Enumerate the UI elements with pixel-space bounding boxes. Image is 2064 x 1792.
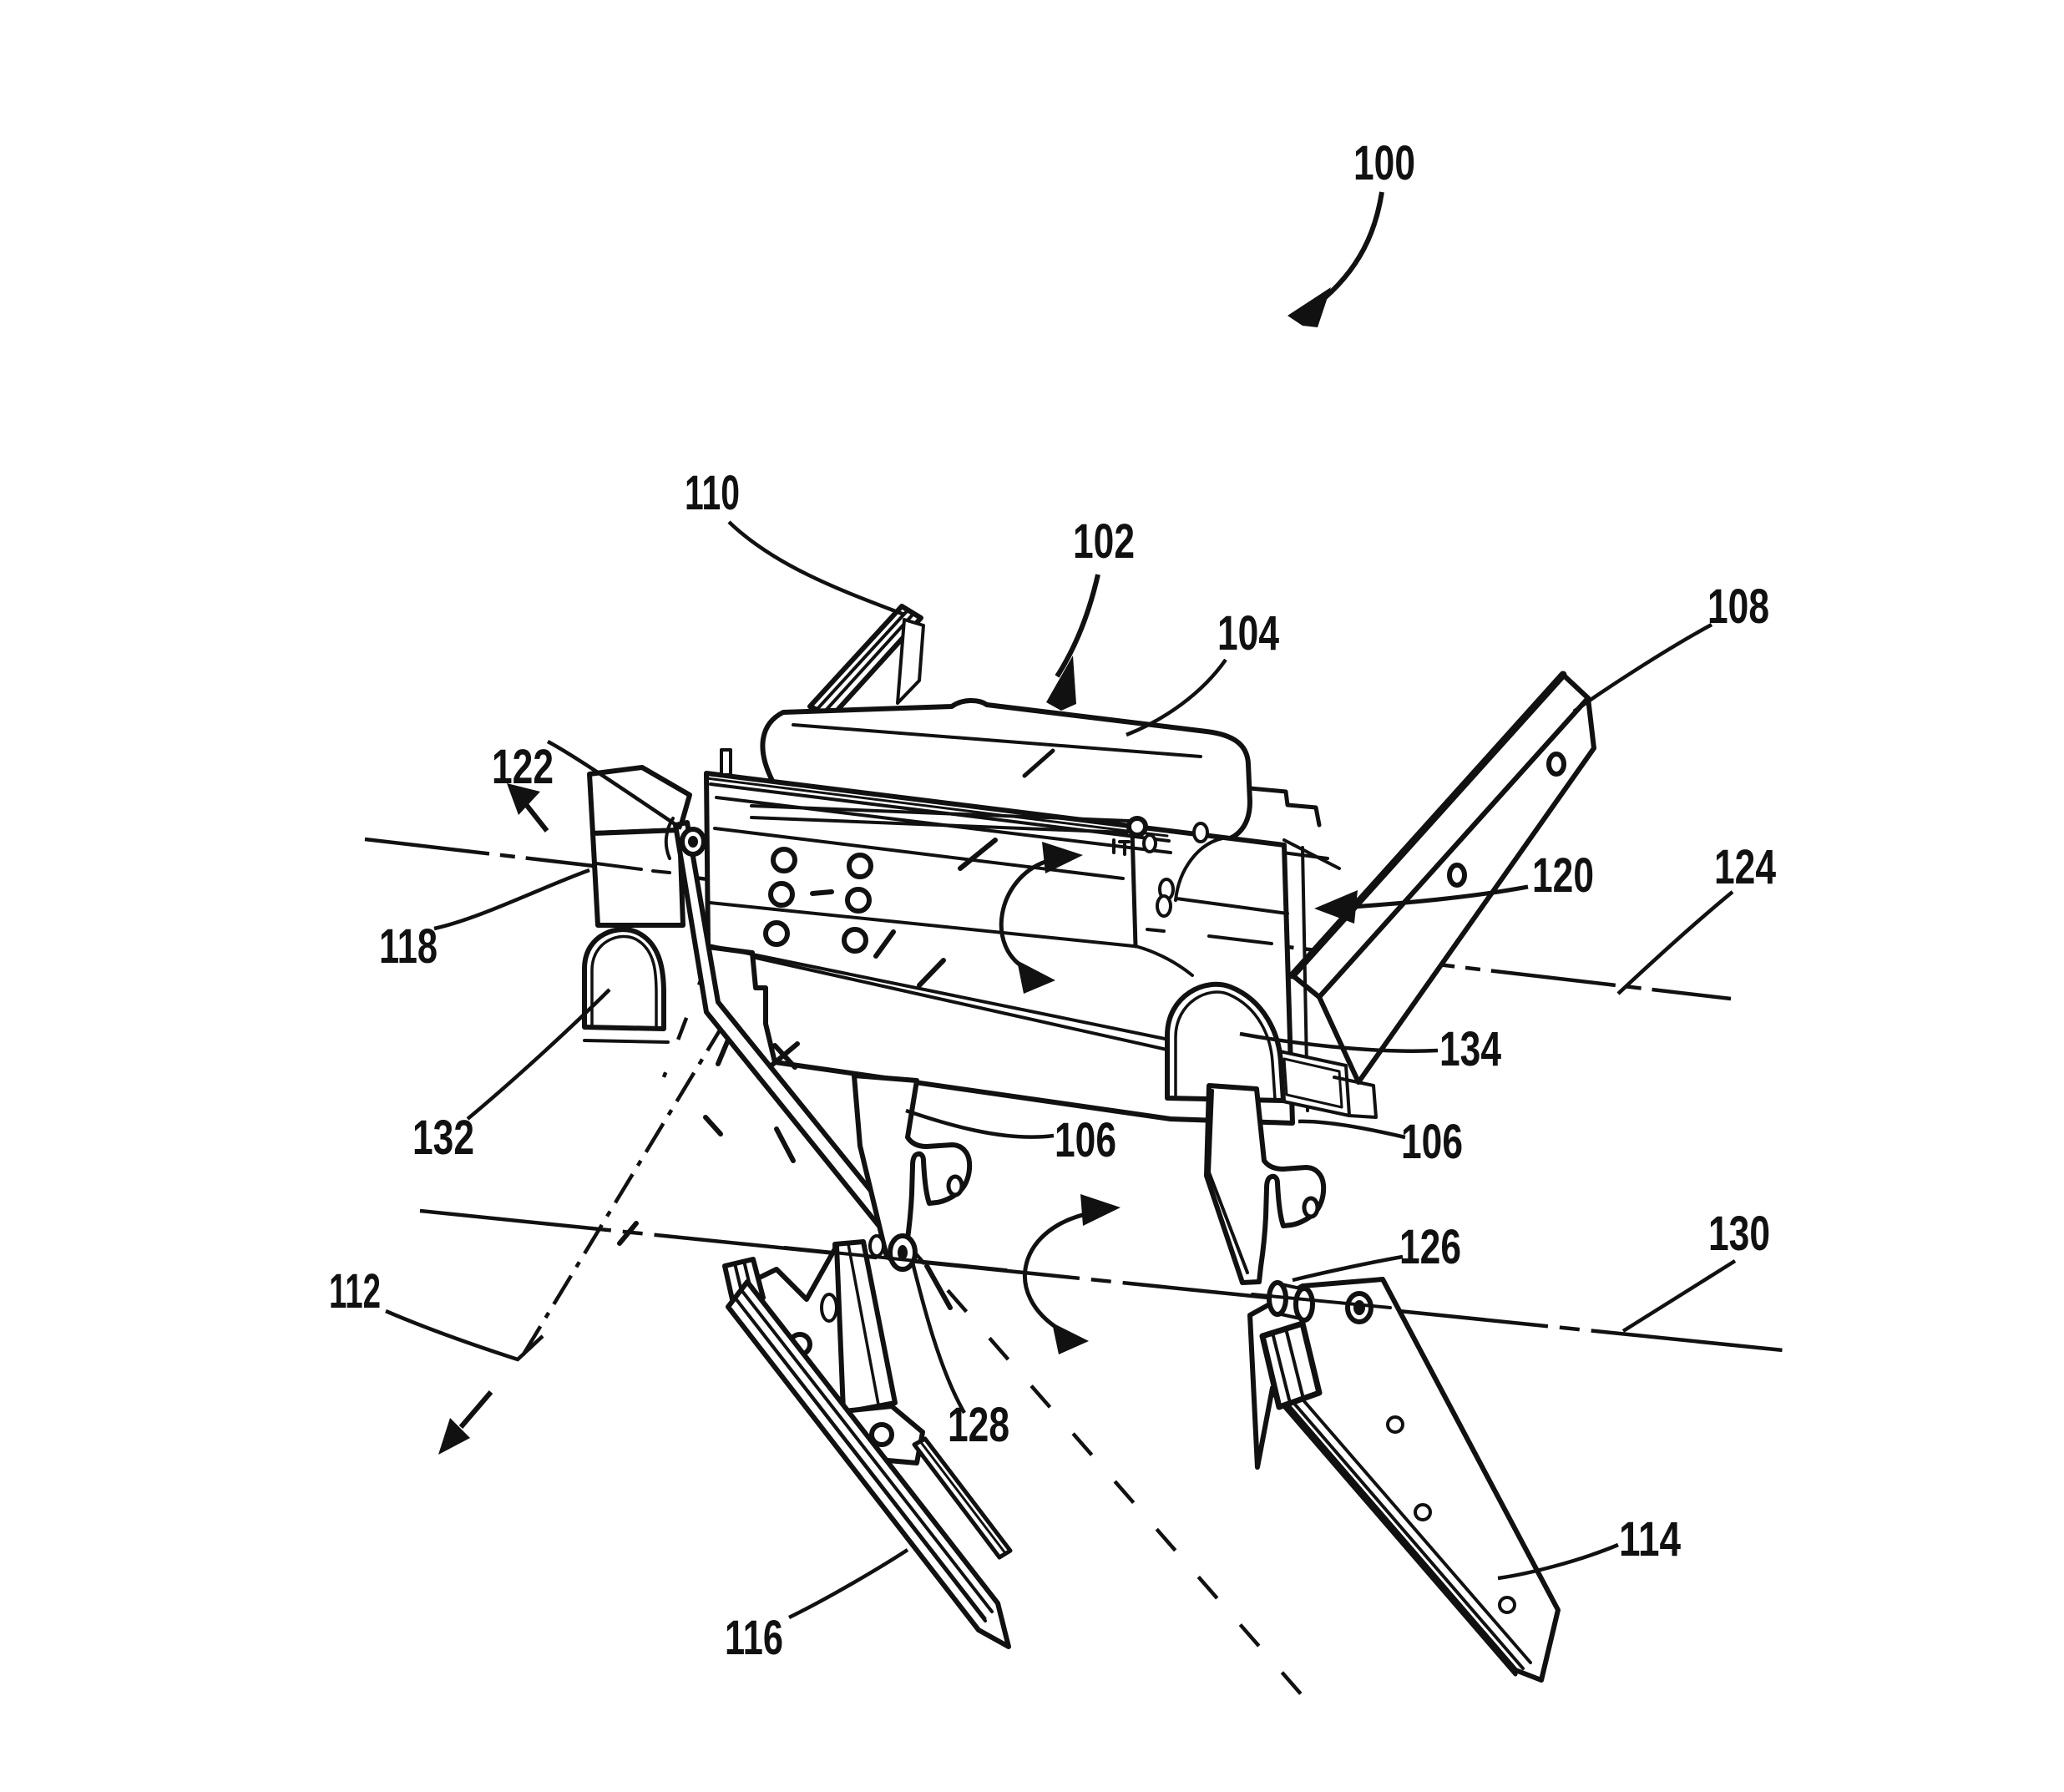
svg-text:128: 128 <box>948 1398 1009 1452</box>
svg-text:106: 106 <box>1055 1113 1116 1167</box>
svg-text:116: 116 <box>725 1611 783 1665</box>
svg-text:122: 122 <box>492 740 554 794</box>
svg-text:120: 120 <box>1532 848 1594 903</box>
svg-text:124: 124 <box>1714 840 1776 894</box>
svg-text:108: 108 <box>1707 580 1769 634</box>
svg-text:130: 130 <box>1708 1207 1770 1261</box>
svg-text:134: 134 <box>1439 1022 1501 1076</box>
svg-text:126: 126 <box>1399 1220 1461 1274</box>
svg-text:114: 114 <box>1619 1512 1681 1567</box>
svg-text:100: 100 <box>1353 136 1415 190</box>
svg-text:112: 112 <box>329 1264 381 1319</box>
svg-text:104: 104 <box>1217 606 1279 661</box>
svg-text:102: 102 <box>1073 514 1135 569</box>
svg-text:132: 132 <box>412 1111 474 1165</box>
svg-text:118: 118 <box>379 919 438 974</box>
svg-text:110: 110 <box>685 466 740 520</box>
svg-text:106: 106 <box>1401 1115 1463 1169</box>
